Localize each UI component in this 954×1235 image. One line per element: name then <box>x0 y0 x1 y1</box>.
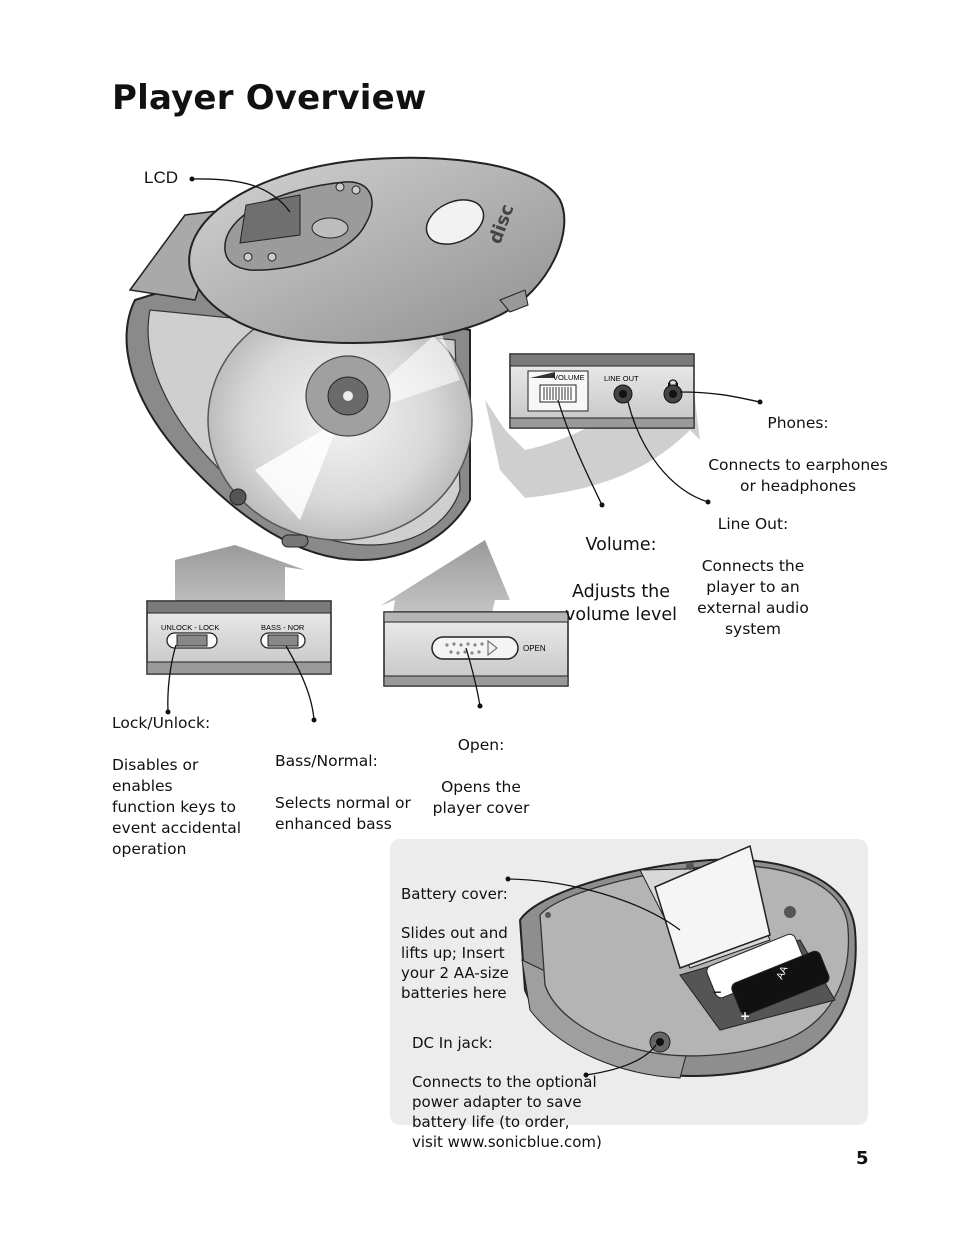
open-panel: OPEN <box>383 611 569 687</box>
dc-in-heading: DC In jack: <box>412 1033 493 1052</box>
plus-icon: + <box>740 1009 750 1023</box>
lock-unlock-desc: Disables or enables function keys to eve… <box>112 756 242 858</box>
phones-callout: Phones: Connects to earphones or headpho… <box>708 392 888 518</box>
battery-aa-label: AA <box>775 964 791 981</box>
dc-in-callout: DC In jack: Connects to the optional pow… <box>412 1014 602 1172</box>
jack-panel: VOLUME LINE OUT <box>509 353 695 429</box>
lcd-callout: LCD <box>144 168 179 187</box>
line-out-heading: Line Out: <box>717 515 789 533</box>
phones-desc: Connects to earphones or headphones <box>708 456 888 495</box>
switch-panel: UNLOCK - LOCK BASS - NOR <box>146 600 332 675</box>
page-title: Player Overview <box>112 78 427 118</box>
battery-illustration: AA + + − <box>518 844 857 1079</box>
lock-unlock-heading: Lock/Unlock: <box>112 714 211 732</box>
minus-icon: − <box>712 985 722 999</box>
lcd-screen <box>239 194 301 244</box>
bass-normal-callout: Bass/Normal: Selects normal or enhanced … <box>275 730 415 856</box>
open-callout: Open: Opens the player cover <box>428 714 534 840</box>
line-out-desc: Connects the player to an external audio… <box>697 557 809 638</box>
bass-normal-desc: Selects normal or enhanced bass <box>275 794 411 833</box>
open-desc: Opens the player cover <box>432 778 530 817</box>
headphones-icon <box>668 379 678 387</box>
line-out-callout: Line Out: Connects the player to an exte… <box>694 493 812 661</box>
open-heading: Open: <box>457 736 505 754</box>
open-panel-label: OPEN <box>523 644 546 653</box>
volume-heading: Volume: <box>585 534 657 555</box>
plus-icon: + <box>776 947 786 961</box>
bass-normal-heading: Bass/Normal: <box>275 752 378 770</box>
volume-panel-label: VOLUME <box>553 373 585 382</box>
battery-cover-heading: Battery cover: <box>401 884 508 903</box>
lock-unlock-callout: Lock/Unlock: Disables or enables functio… <box>112 692 262 881</box>
unlock-lock-label: UNLOCK - LOCK <box>161 623 219 632</box>
page-number: 5 <box>856 1148 869 1169</box>
line-out-panel-label: LINE OUT <box>604 374 639 383</box>
bass-nor-label: BASS - NOR <box>261 623 305 632</box>
battery-cover-callout: Battery cover: Slides out and lifts up; … <box>401 865 511 1023</box>
volume-desc: Adjusts the volume level <box>565 581 678 626</box>
battery-cover-desc: Slides out and lifts up; Insert your 2 A… <box>401 924 509 1002</box>
phones-heading: Phones: <box>767 414 829 432</box>
volume-callout: Volume: Adjusts the volume level <box>565 510 677 651</box>
dc-in-desc: Connects to the optional power adapter t… <box>412 1073 602 1151</box>
